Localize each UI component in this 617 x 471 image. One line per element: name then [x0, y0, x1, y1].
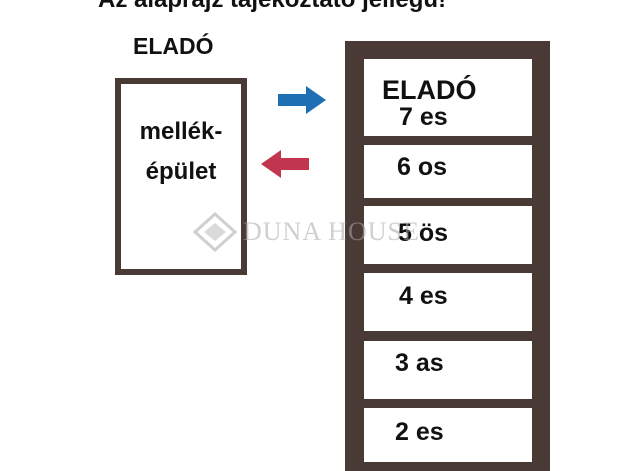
floor-box-4: [364, 273, 532, 331]
floor-label-4: 4 es: [399, 282, 448, 310]
floor-box-3: [364, 341, 532, 399]
building-title: ELADÓ: [382, 75, 477, 105]
floor-box-5: [364, 206, 532, 264]
watermark-text: DUNA HOUSE: [243, 217, 420, 246]
arrow-left-icon: [261, 150, 309, 178]
floor-box-7: [364, 59, 532, 136]
floor-label-2: 2 es: [395, 418, 444, 446]
floor-label-7: 7 es: [399, 103, 448, 131]
arrow-right-icon: [278, 86, 326, 114]
annex-frame: [115, 78, 247, 275]
disclaimer-caption: Az alaprajz tájékoztató jellegű!: [98, 0, 446, 14]
annex-label-line1: mellék-: [139, 118, 223, 145]
annex-label-line2: épület: [145, 158, 217, 185]
watermark: DUNA HOUSE: [193, 212, 420, 252]
annex-label: mellék- épület: [115, 112, 247, 192]
floor-label-3: 3 as: [395, 349, 444, 377]
floor-label-5: 5 ös: [398, 219, 449, 247]
floor-label-6: 6 os: [397, 153, 448, 181]
floor-box-2: [364, 408, 532, 462]
annex-title: ELADÓ: [133, 33, 214, 59]
floor-box-6: [364, 145, 532, 198]
duna-house-logo-icon: [193, 212, 237, 252]
